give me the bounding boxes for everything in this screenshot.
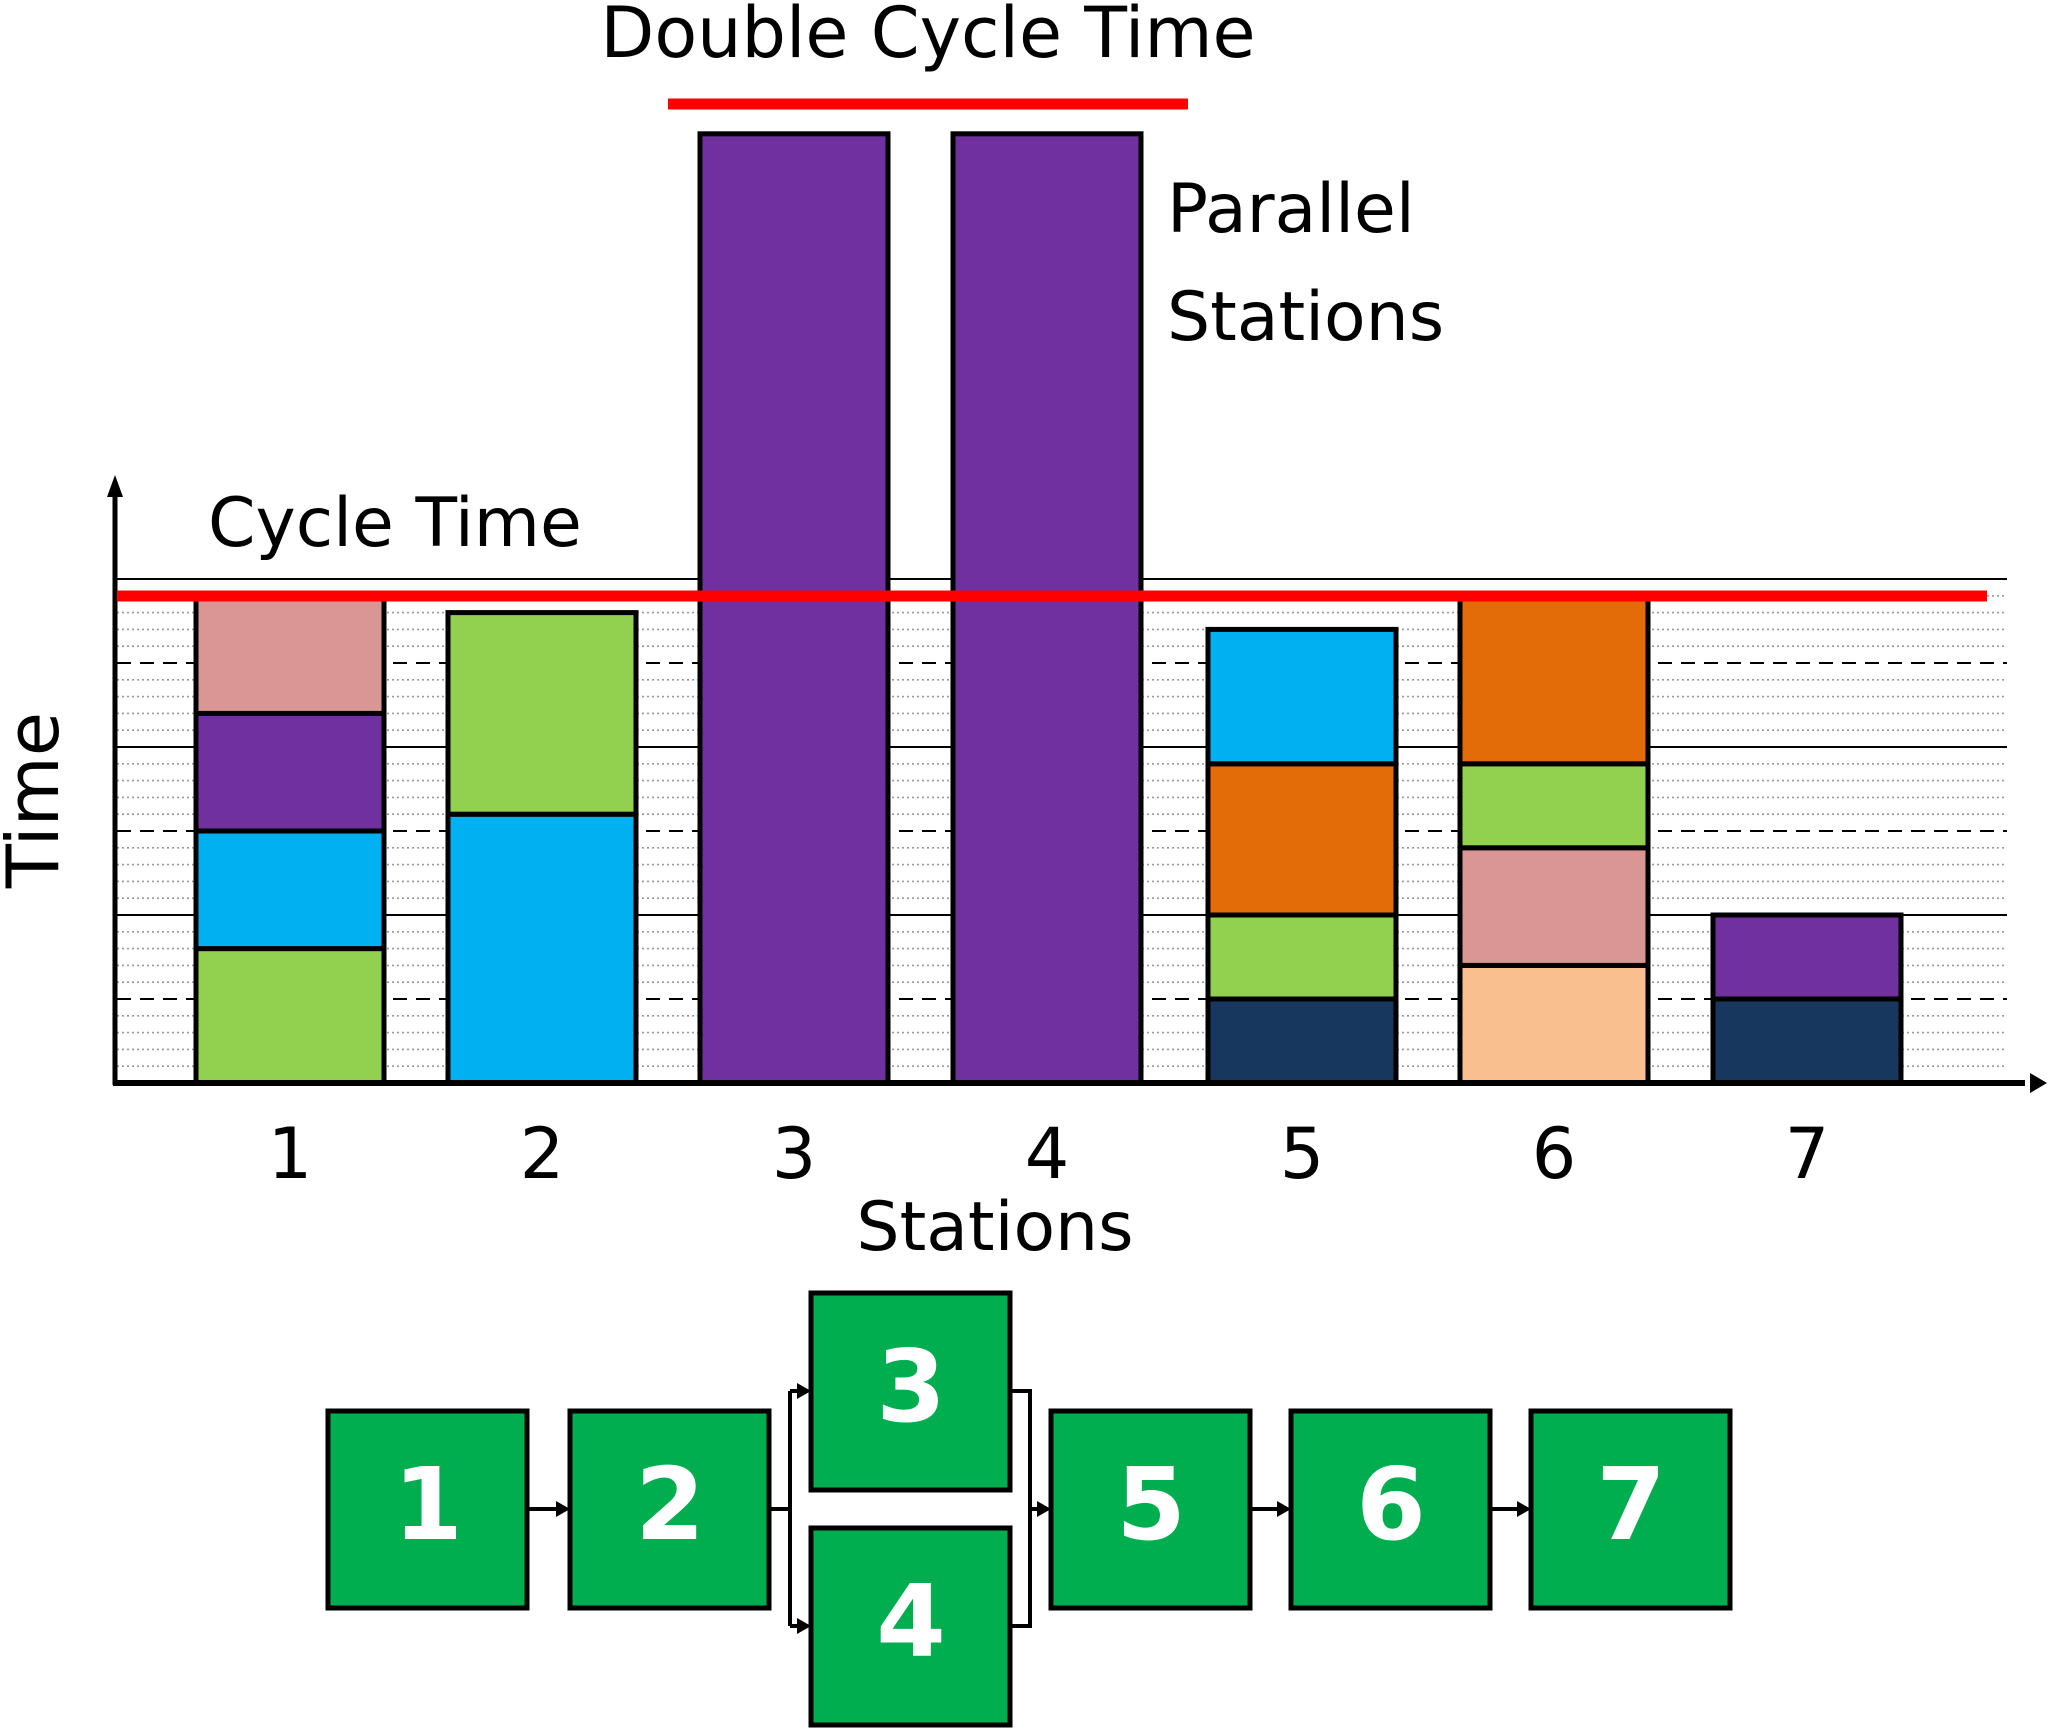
flow-box-label: 2 <box>635 1446 705 1563</box>
bar-segment-green <box>1205 912 1399 1002</box>
bar-segment-purple <box>193 710 387 834</box>
bar-segment-purple <box>1710 912 1904 1002</box>
bar-segment-purple <box>950 131 1144 1086</box>
bar-station-4 <box>950 131 1144 1086</box>
arrow-right-icon <box>1037 1501 1051 1517</box>
bar-station-3 <box>697 131 891 1086</box>
arrow-right-icon <box>797 1618 811 1634</box>
arrow-right-icon <box>556 1501 570 1517</box>
bar-station-7 <box>1710 912 1904 1086</box>
flow-box-station-6: 6 <box>1288 1408 1493 1611</box>
flow-box-station-4: 4 <box>808 1525 1013 1728</box>
bar-segment-navy <box>1205 996 1399 1086</box>
bar-segment-pink <box>193 593 387 716</box>
bar-segment-cyan <box>193 828 387 952</box>
bar-segment-green <box>445 610 639 817</box>
flow-diagram: 1 2 3 4 5 6 7 <box>325 1290 1733 1728</box>
parallel-label-line1: Parallel <box>1167 170 1415 249</box>
x-tick-label: 4 <box>1025 1113 1070 1195</box>
flow-box-label: 1 <box>393 1446 463 1563</box>
bar-station-2 <box>445 610 639 1086</box>
flow-box-label: 7 <box>1596 1446 1666 1563</box>
bar-segment-navy <box>1710 996 1904 1086</box>
x-tick-label: 2 <box>520 1113 565 1195</box>
bar-segment-green <box>193 946 387 1086</box>
bar-station-6 <box>1457 593 1651 1086</box>
x-tick-label: 1 <box>268 1113 313 1195</box>
cycle-time-label: Cycle Time <box>208 484 582 563</box>
bar-segment-orange <box>1457 593 1651 767</box>
parallel-label-line2: Stations <box>1167 278 1444 357</box>
y-axis <box>107 475 123 1085</box>
y-axis-arrow-icon <box>107 475 123 497</box>
arrow-right-icon <box>1517 1501 1531 1517</box>
stacked-bars <box>193 131 1904 1086</box>
flow-box-label: 6 <box>1356 1446 1426 1563</box>
x-tick-label: 6 <box>1532 1113 1577 1195</box>
bar-segment-cyan <box>445 811 639 1086</box>
x-tick-label: 7 <box>1785 1113 1830 1195</box>
arrow-right-icon <box>1277 1501 1291 1517</box>
flow-box-station-3: 3 <box>808 1290 1013 1493</box>
flow-box-station-1: 1 <box>325 1408 530 1611</box>
x-tick-label: 3 <box>772 1113 817 1195</box>
flow-boxes: 1 2 3 4 5 6 7 <box>325 1290 1733 1728</box>
flow-box-station-2: 2 <box>567 1408 772 1611</box>
x-tick-label: 5 <box>1280 1113 1325 1195</box>
x-axis <box>113 1073 2047 1093</box>
bar-station-1 <box>193 593 387 1086</box>
bar-segment-pink <box>1457 845 1651 968</box>
flow-box-label: 3 <box>876 1328 946 1445</box>
bar-segment-purple <box>697 131 891 1086</box>
flow-arrowheads <box>556 1383 1531 1634</box>
bar-segment-peach <box>1457 962 1651 1086</box>
bar-segment-cyan <box>1205 626 1399 767</box>
double-cycle-time-label: Double Cycle Time <box>600 0 1255 74</box>
x-axis-label: Stations <box>856 1188 1133 1267</box>
y-axis-label: Time <box>0 712 75 889</box>
x-tick-labels: 1 2 3 4 5 6 7 <box>268 1113 1830 1195</box>
arrow-right-icon <box>797 1383 811 1399</box>
flow-box-label: 4 <box>876 1563 946 1680</box>
flow-box-station-5: 5 <box>1048 1408 1253 1611</box>
flow-box-label: 5 <box>1116 1446 1186 1563</box>
bar-station-5 <box>1205 626 1399 1086</box>
flow-box-station-7: 7 <box>1528 1408 1733 1611</box>
bar-segment-orange <box>1205 761 1399 918</box>
bar-segment-green <box>1457 761 1651 851</box>
x-axis-arrow-icon <box>2030 1073 2047 1093</box>
